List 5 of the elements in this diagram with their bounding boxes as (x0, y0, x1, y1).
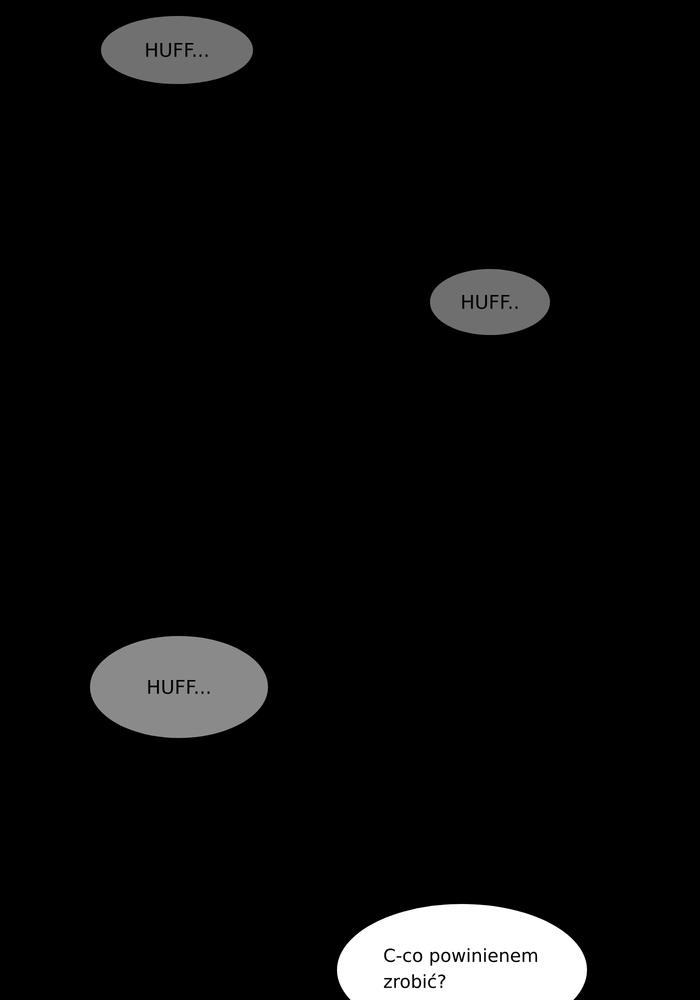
speech-bubble: HUFF.. (430, 269, 550, 335)
speech-bubble (337, 904, 587, 1000)
speech-bubble: HUFF... (101, 16, 253, 84)
speech-bubble: HUFF... (90, 636, 268, 738)
speech-text: C-co powinienem zrobić? (384, 948, 538, 988)
